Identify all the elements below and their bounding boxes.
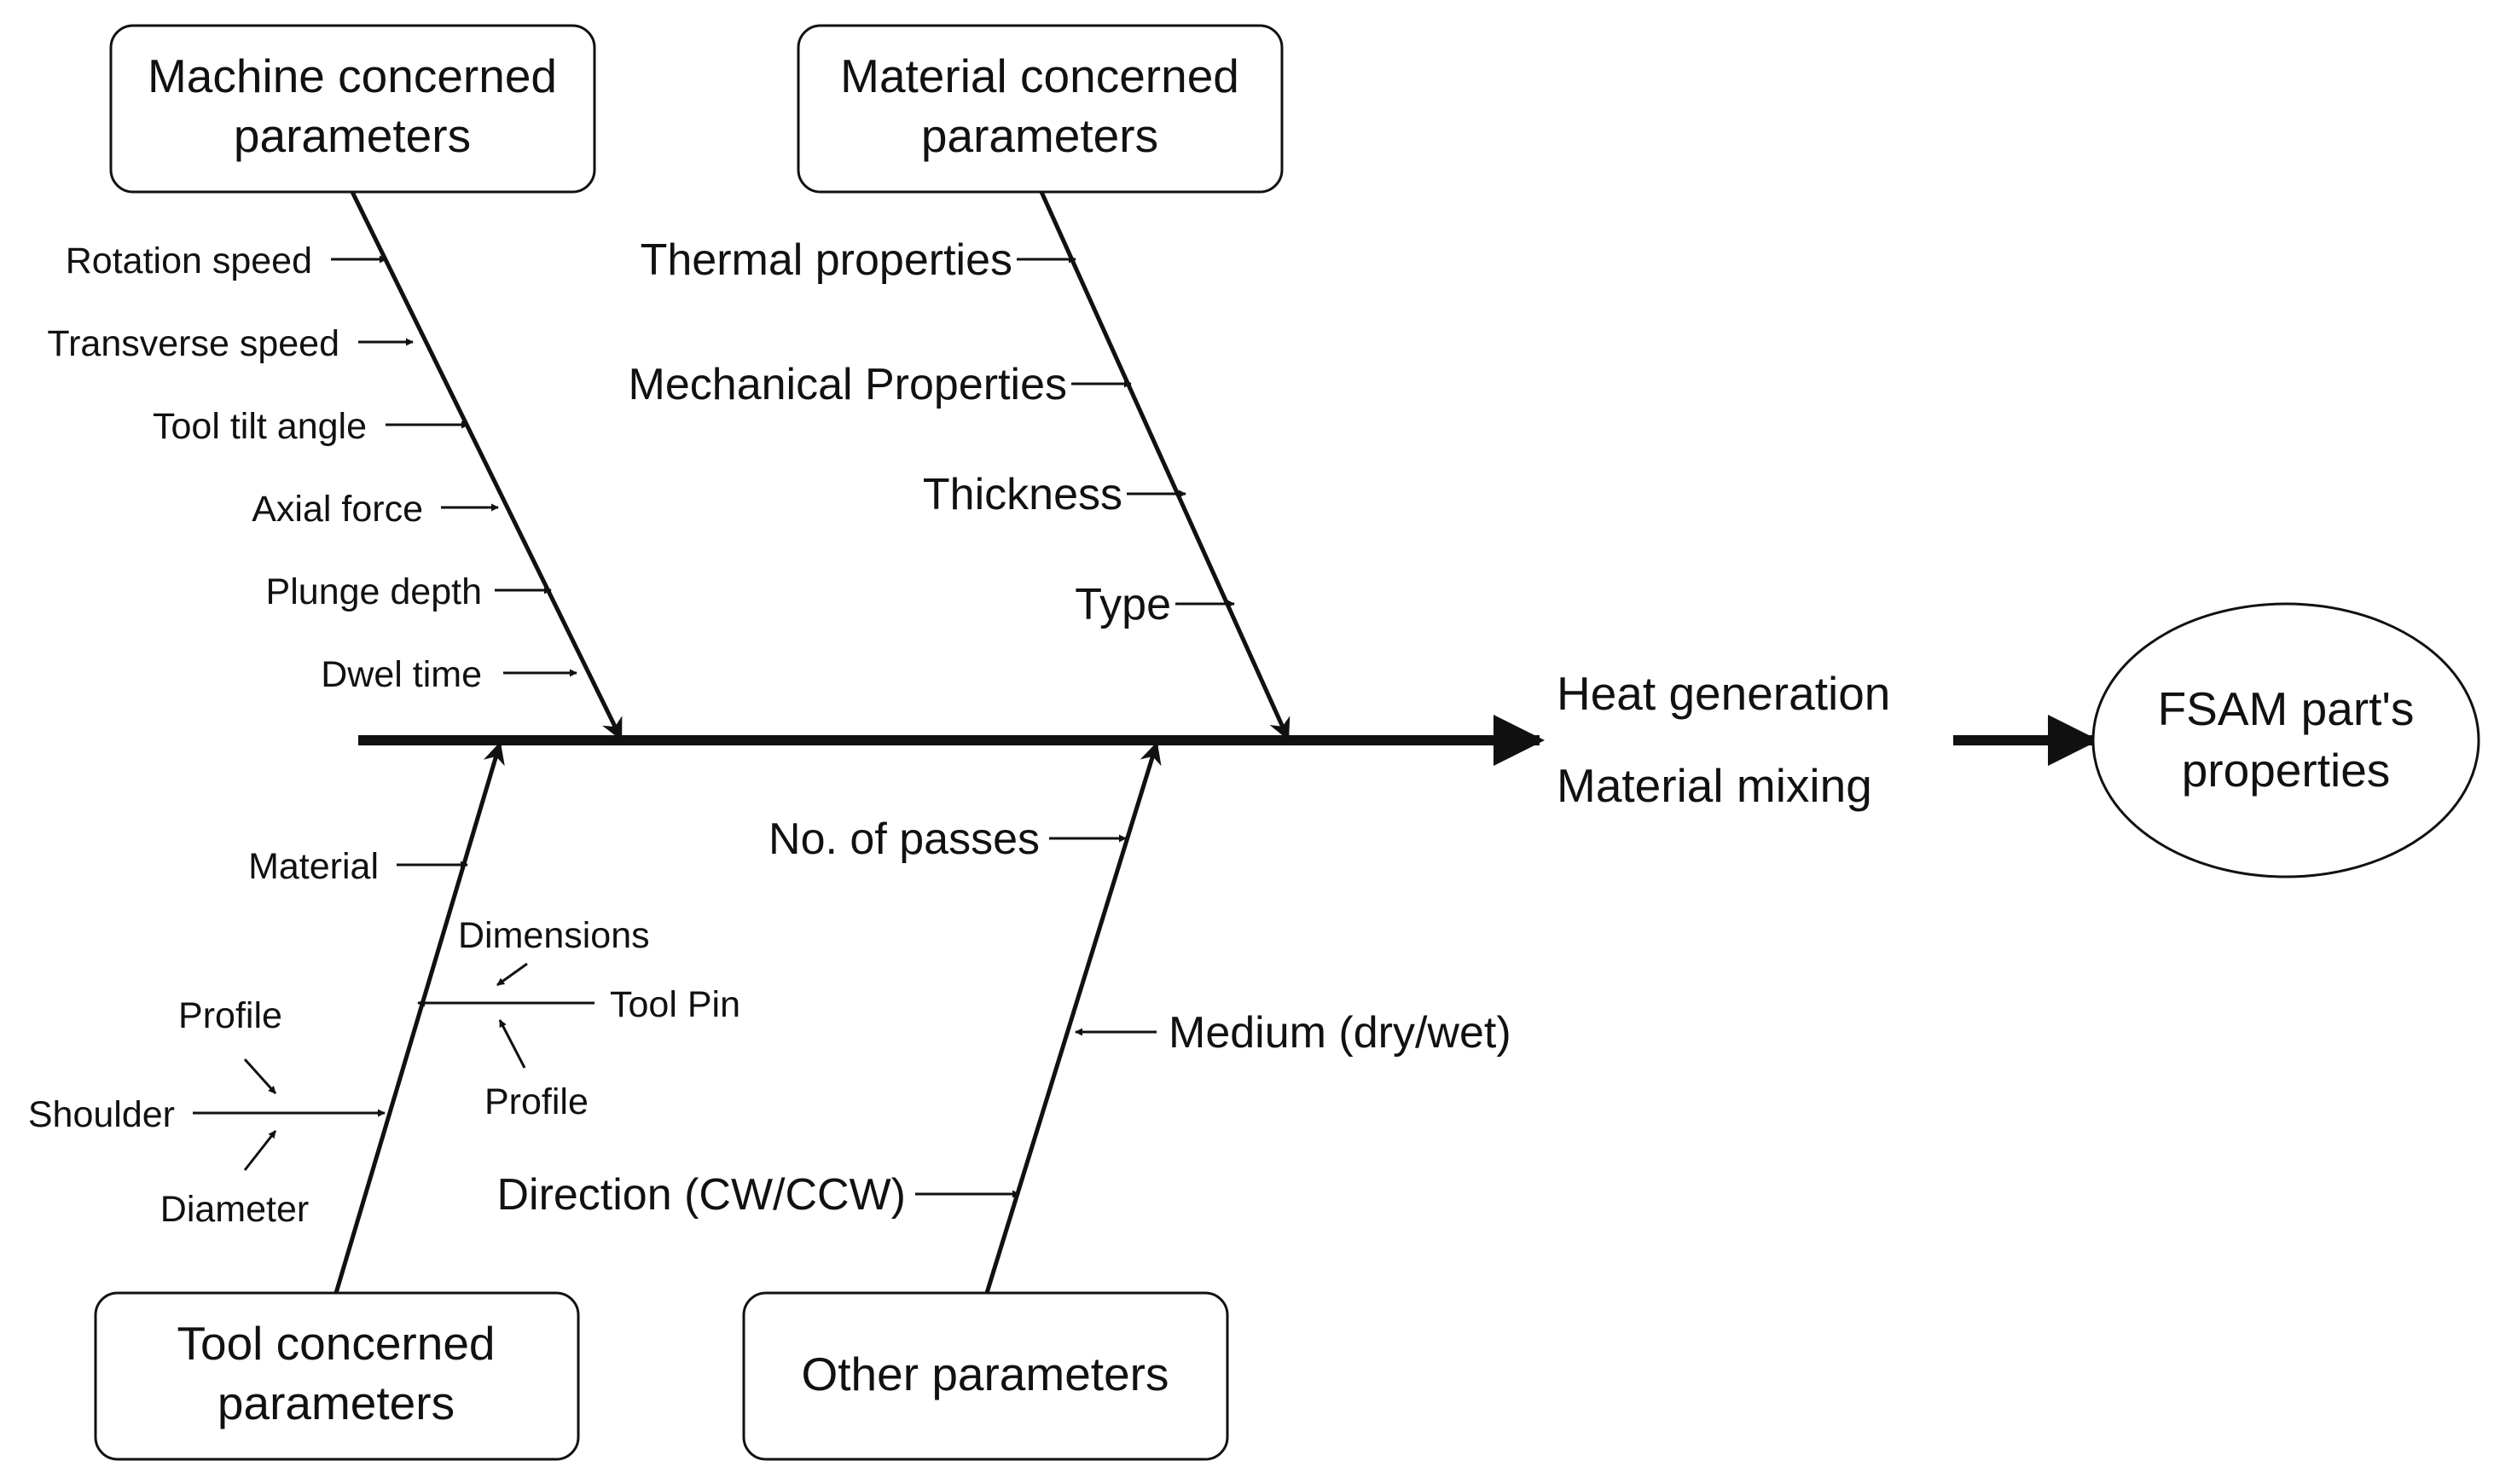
cause-dwel-time: Dwel time — [321, 654, 482, 695]
cause-transverse-speed: Transverse speed — [47, 323, 339, 364]
other-bone — [984, 741, 1162, 1294]
sub-tool-pin-dimensions-arrow — [496, 962, 528, 987]
material-category-box — [797, 24, 1284, 194]
cause-rotation-speed: Rotation speed — [66, 241, 312, 281]
sub-shoulder-profile: Profile — [178, 995, 282, 1036]
cause-no-of-passes: No. of passes — [768, 814, 1040, 864]
cause-tool-material: Material — [248, 846, 379, 887]
sub-shoulder-profile-arrow — [243, 1058, 277, 1095]
sub-tool-pin-profile-arrow — [498, 1019, 526, 1069]
effect-heat-generation: Heat generation — [1557, 667, 1890, 720]
machine-bone — [350, 190, 624, 741]
cause-tool-tilt-angle: Tool tilt angle — [153, 406, 367, 447]
machine-category-title-line-1: Machine concerned — [148, 49, 557, 102]
cause-mechanical-properties: Mechanical Properties — [629, 360, 1067, 409]
cause-thermal-properties: Thermal properties — [641, 235, 1012, 285]
other-category-box — [742, 1291, 1229, 1461]
sub-shoulder-diameter-arrow — [243, 1130, 277, 1171]
effect-material-mixing: Material mixing — [1557, 759, 1872, 812]
material-bone — [1039, 190, 1290, 741]
cause-axial-force: Axial force — [252, 489, 423, 530]
cause-thickness: Thickness — [923, 470, 1122, 519]
material-category-title-line-1: Material concerned — [840, 49, 1239, 102]
outcome-ellipse — [2091, 602, 2480, 878]
cause-type: Type — [1075, 580, 1171, 629]
machine-category-title-line-2: parameters — [234, 109, 471, 162]
cause-direction: Direction (CW/CCW) — [496, 1170, 906, 1220]
sub-tool-pin-profile: Profile — [484, 1081, 589, 1122]
sub-shoulder-diameter: Diameter — [160, 1189, 309, 1230]
cause-shoulder: Shoulder — [28, 1094, 175, 1135]
tool-category-title-line-1: Tool concerned — [177, 1317, 495, 1370]
cause-medium: Medium (dry/wet) — [1169, 1008, 1511, 1058]
other-category-title: Other parameters — [801, 1348, 1169, 1400]
cause-tool-pin: Tool Pin — [610, 984, 740, 1025]
cause-plunge-depth: Plunge depth — [266, 571, 482, 612]
tool-bone — [334, 741, 505, 1294]
tool-category-title-line-2: parameters — [218, 1377, 455, 1429]
sub-tool-pin-dimensions: Dimensions — [458, 915, 650, 956]
material-category-title-line-2: parameters — [921, 109, 1158, 162]
outcome-title-line-1: FSAM part's — [2158, 682, 2415, 735]
outcome-title-line-2: properties — [2182, 744, 2391, 797]
